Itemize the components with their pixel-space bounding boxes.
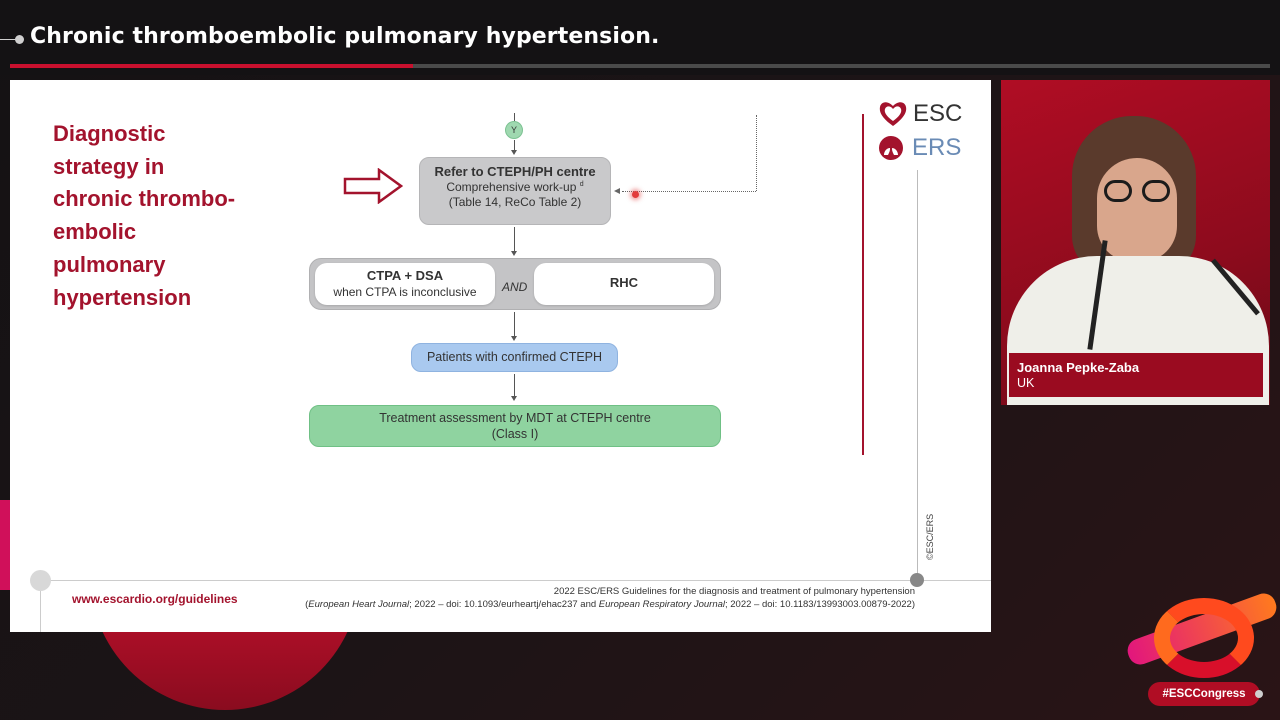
footer-dot	[910, 573, 924, 587]
glasses-icon	[1104, 180, 1132, 202]
hashtag-badge: #ESCCongress	[1148, 682, 1260, 706]
session-title: Chronic thromboembolic pulmonary hyperte…	[30, 24, 660, 49]
copyright-label: ©ESC/ERS	[925, 513, 935, 560]
esc-heart-icon	[879, 102, 907, 126]
refer-line1: Refer to CTEPH/PH centre	[434, 164, 596, 179]
speaker-lower-third: Joanna Pepke-Zaba UK	[1009, 353, 1263, 397]
yes-marker: Y	[505, 121, 523, 139]
ctpa-dsa-box: CTPA + DSA when CTPA is inconclusive	[315, 263, 495, 305]
footer-rule	[917, 580, 991, 581]
citation-journal1: European Heart Journal	[308, 599, 410, 610]
rhc-box: RHC	[534, 263, 714, 305]
dotted-connector	[756, 115, 757, 191]
arrowhead	[511, 251, 517, 256]
citation-line1: 2022 ESC/ERS Guidelines for the diagnosi…	[553, 586, 915, 597]
speaker-country: UK	[1017, 376, 1035, 390]
connector-line	[514, 227, 515, 253]
citation-line2: (European Heart Journal; 2022 – doi: 10.…	[305, 599, 915, 610]
progress-fill	[10, 64, 414, 68]
pointer-arrow-icon	[343, 168, 403, 204]
header-dot	[15, 35, 24, 44]
connector-line	[514, 113, 515, 121]
and-label: AND	[502, 280, 528, 294]
treatment-box: Treatment assessment by MDT at CTEPH cen…	[309, 405, 721, 447]
rhc-label: RHC	[609, 275, 639, 290]
speaker-video: Joanna Pepke-Zaba UK	[1001, 80, 1270, 405]
slide-divider	[862, 114, 864, 455]
ctpa-line2: when CTPA is inconclusive	[333, 285, 477, 299]
refer-line2-wrap: Comprehensive work-up d	[420, 180, 610, 194]
treatment-line1: Treatment assessment by MDT at CTEPH cen…	[379, 411, 651, 425]
slide-title: Diagnostic strategy in chronic thrombo-e…	[53, 121, 236, 310]
esc-congress-logo-icon	[1154, 598, 1254, 678]
treatment-line2: (Class I)	[491, 427, 539, 441]
decorative-pink-stripe	[0, 500, 10, 590]
hashtag-dot	[1255, 690, 1263, 698]
dotted-connector	[622, 191, 756, 192]
esc-logo-text: ESC	[913, 100, 963, 127]
citation-journal2: European Respiratory Journal	[598, 599, 725, 610]
arrowhead	[511, 396, 517, 401]
header-dash	[0, 39, 16, 40]
arrowhead	[511, 150, 517, 155]
ers-logo-text: ERS	[912, 134, 962, 161]
connector-line	[514, 140, 515, 152]
footer-rule	[40, 591, 41, 632]
citation-doi1: ; 2022 – doi: 10.1093/eurheartj/ehac237 …	[409, 599, 599, 610]
glasses-icon	[1142, 180, 1170, 202]
ers-lungs-icon	[879, 136, 903, 160]
guidelines-url[interactable]: www.escardio.org/guidelines	[72, 592, 238, 606]
progress-bar[interactable]	[10, 64, 1270, 68]
dotted-arrowhead	[614, 188, 620, 194]
connector-line	[514, 312, 515, 338]
refer-superscript: d	[579, 181, 584, 188]
speaker-face	[1097, 158, 1177, 262]
refer-line3: (Table 14, ReCo Table 2)	[448, 195, 582, 209]
presentation-slide: Diagnostic strategy in chronic thrombo-e…	[10, 80, 991, 632]
laser-pointer	[632, 191, 639, 198]
video-header: Chronic thromboembolic pulmonary hyperte…	[0, 0, 1280, 75]
confirmed-cteph-box: Patients with confirmed CTEPH	[411, 343, 618, 372]
refer-cteph-box: Refer to CTEPH/PH centre Comprehensive w…	[419, 157, 611, 225]
ctpa-line1: CTPA + DSA	[366, 268, 444, 283]
confirmed-label: Patients with confirmed CTEPH	[426, 350, 603, 364]
footer-rule	[40, 580, 917, 581]
refer-line2: Comprehensive work-up	[446, 180, 577, 194]
speaker-name: Joanna Pepke-Zaba	[1017, 360, 1140, 375]
citation-doi2: ; 2022 – doi: 10.1183/13993003.00879-202…	[725, 599, 915, 610]
slide-divider	[917, 170, 918, 581]
arrowhead	[511, 336, 517, 341]
connector-line	[514, 374, 515, 398]
footer-dot	[30, 570, 51, 591]
